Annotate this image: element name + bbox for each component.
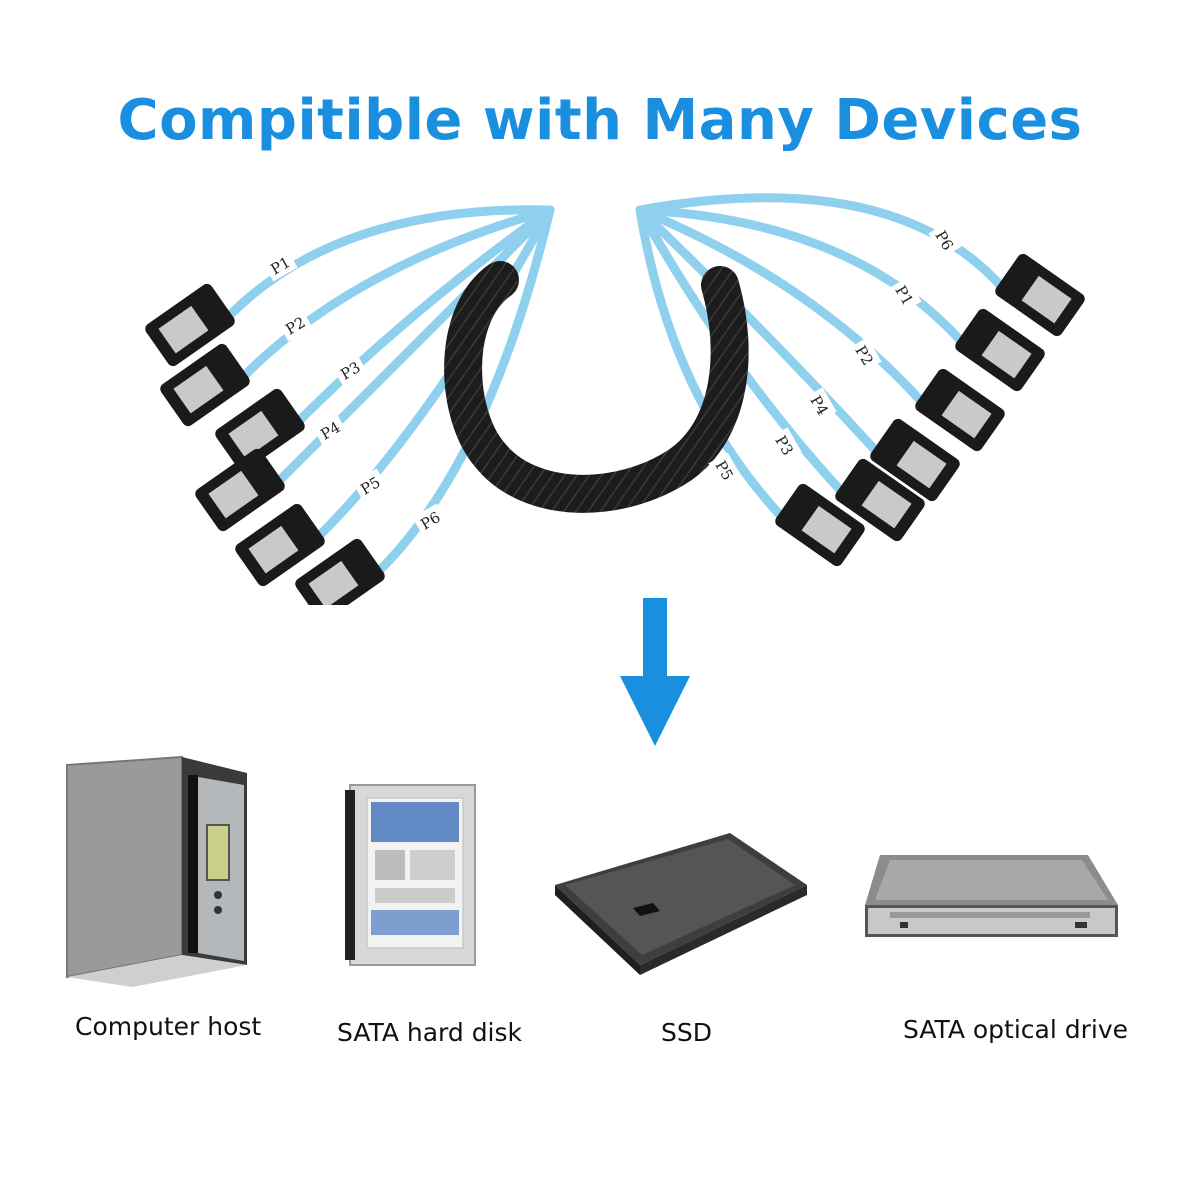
port-tag: P4 (803, 387, 837, 423)
port-tag: P2 (848, 337, 882, 373)
cable-wire (635, 205, 880, 455)
sata-connector (235, 503, 325, 587)
port-tag: P3 (768, 427, 802, 463)
sata-connector (145, 283, 235, 367)
cable-wire (635, 205, 925, 405)
sata-connector (295, 538, 385, 605)
cable-wire (225, 205, 555, 320)
page-title: Compitible with Many Devices (117, 88, 1083, 153)
cable-wire (635, 193, 1005, 290)
sata-connector (215, 388, 305, 472)
sata-connector (995, 253, 1085, 337)
cable-wire (295, 205, 555, 425)
down-arrow-icon (620, 598, 690, 746)
port-tag: P4 (312, 413, 348, 447)
port-tag: P6 (412, 503, 448, 537)
port-tag: P6 (928, 222, 962, 258)
braided-sleeve (444, 261, 749, 513)
cable-wire (275, 205, 555, 485)
port-tag: P3 (332, 353, 368, 387)
device-label-optical-drive: SATA optical drive (903, 1015, 1129, 1044)
cable-wire (635, 205, 785, 520)
device-label-computer-host: Computer host (75, 1012, 262, 1041)
sata-connector (195, 448, 285, 532)
hard-disk-icon (345, 784, 476, 966)
device-label-hard-disk: SATA hard disk (337, 1018, 523, 1047)
cable-wire (315, 205, 555, 540)
computer-host-icon (66, 755, 247, 987)
ssd-icon (555, 833, 807, 975)
sata-connector (775, 483, 865, 567)
sata-connector (955, 308, 1045, 392)
device-label-ssd: SSD (661, 1018, 712, 1047)
cable-wire (240, 205, 555, 380)
cable-wire (635, 205, 965, 345)
sata-connector (915, 368, 1005, 452)
cable-connectors (145, 253, 1085, 605)
sata-connector (835, 458, 925, 542)
optical-drive-icon (865, 855, 1118, 937)
port-tag: P1 (262, 248, 298, 282)
sata-connector (160, 343, 250, 427)
sata-connector (870, 418, 960, 502)
